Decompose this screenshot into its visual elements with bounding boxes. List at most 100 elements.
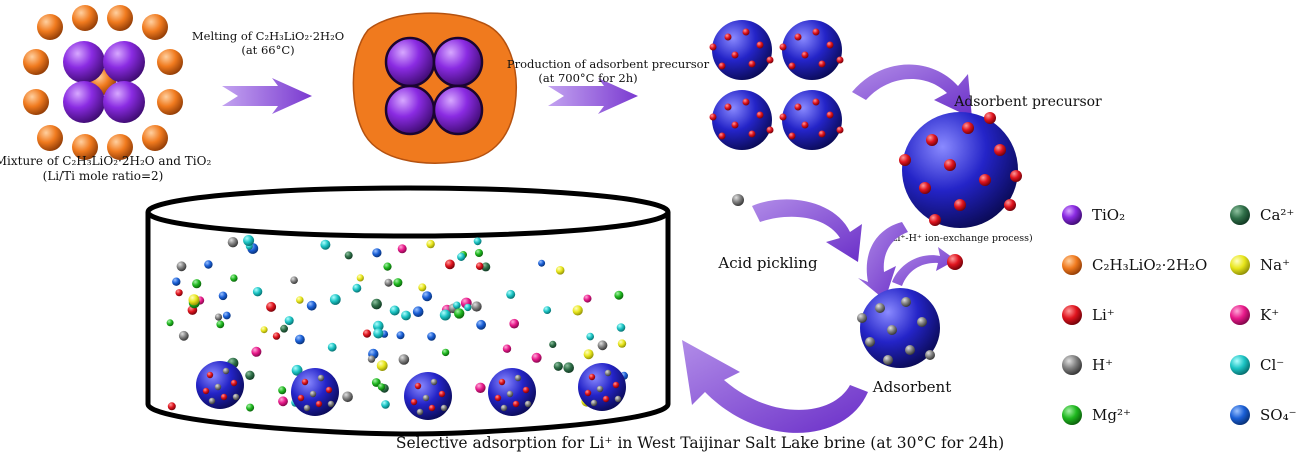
ion-icon (373, 328, 384, 339)
ion-icon (329, 294, 341, 305)
surface-ion-icon (232, 393, 240, 401)
ion-icon (344, 251, 353, 260)
surface-ion-icon (309, 390, 317, 398)
surface-ion-icon (220, 393, 228, 401)
ion-icon (280, 324, 288, 333)
tank-adsorbent-spheres (196, 361, 626, 420)
surface-ion-icon (498, 378, 506, 386)
curved-arrow-icon (752, 199, 862, 262)
ion-icon (230, 274, 238, 282)
ion-icon (296, 296, 304, 304)
ion-icon (362, 329, 372, 338)
legend-label: TiO₂ (1092, 206, 1125, 224)
melted-blob (352, 12, 517, 164)
legend-label: C₂H₃LiO₂·2H₂O (1092, 256, 1207, 274)
ion-icon (457, 252, 466, 261)
ion-icon (384, 278, 393, 287)
legend-label: Cl⁻ (1260, 356, 1284, 374)
ion-icon (188, 294, 200, 306)
production-label: Production of adsorbent precursor (507, 57, 710, 71)
ion-icon (586, 332, 594, 341)
ion-icon (396, 331, 405, 340)
ion-icon (555, 266, 565, 275)
ion-icon (376, 360, 388, 371)
ion-icon (222, 311, 231, 320)
legend-swatch-icon (1230, 355, 1250, 375)
ion-icon (583, 294, 592, 303)
surface-ion-icon (222, 367, 230, 375)
legend-swatch-icon (1062, 205, 1082, 225)
legend-label: Ca²⁺ (1260, 206, 1294, 224)
ion-icon (291, 364, 303, 376)
surface-ion-icon (524, 400, 532, 408)
ion-icon (553, 361, 563, 371)
surface-ion-icon (512, 400, 520, 408)
ion-icon (373, 320, 384, 332)
arrow-right-icon (222, 78, 312, 114)
ion-icon (266, 301, 277, 312)
down-arrow-icon (858, 222, 908, 300)
surface-ion-icon (494, 394, 502, 402)
legend-label: Mg²⁺ (1092, 406, 1131, 424)
ion-icon (427, 332, 436, 341)
legend-swatch-icon (1230, 255, 1250, 275)
arrow-right-icon (548, 78, 638, 114)
ion-icon (272, 332, 281, 340)
surface-ion-icon (522, 386, 530, 394)
legend-swatch-icon (1062, 255, 1082, 275)
surface-ion-icon (588, 373, 596, 381)
release-arrow-icon (892, 247, 956, 286)
production-temp-label: (at 700°C for 2h) (538, 71, 637, 85)
ion-icon (295, 334, 305, 345)
ion-icon (252, 287, 263, 297)
ion-icon (278, 396, 288, 407)
ion-icon (342, 391, 353, 403)
surface-ion-icon (612, 381, 620, 389)
ion-icon (227, 237, 239, 248)
surface-ion-icon (430, 378, 438, 386)
ion-icon (426, 239, 435, 249)
surface-ion-icon (604, 369, 612, 377)
surface-ion-icon (596, 385, 604, 393)
ion-icon (597, 340, 608, 351)
surface-ion-icon (500, 404, 508, 412)
ion-icon (192, 279, 202, 289)
surface-ion-icon (208, 397, 216, 405)
mixture-cluster (23, 5, 183, 160)
ion-icon (218, 291, 228, 301)
legend-label: K⁺ (1260, 306, 1279, 324)
ion-icon (306, 300, 317, 311)
surface-ion-icon (325, 386, 333, 394)
ion-icon (381, 400, 390, 409)
surface-ion-icon (202, 387, 210, 395)
ion-icon (418, 283, 427, 292)
ion-icon (178, 330, 189, 341)
surface-ion-icon (301, 378, 309, 386)
ion-icon (453, 301, 461, 310)
ion-icon (422, 291, 433, 302)
legend-swatch-icon (1062, 305, 1082, 325)
ion-icon (393, 278, 403, 288)
adsorbent-precursor-label: Adsorbent precursor (953, 94, 1102, 110)
legend-label: Na⁺ (1260, 256, 1290, 274)
ion-icon (617, 339, 627, 348)
ion-icon (167, 402, 176, 411)
surface-ion-icon (416, 408, 424, 416)
ion-icon (475, 262, 484, 271)
surface-ion-icon (602, 395, 610, 403)
ion-icon (260, 326, 268, 334)
ion-icon (398, 354, 410, 365)
surface-ion-icon (614, 395, 622, 403)
legend-swatch-icon (1230, 405, 1250, 425)
ion-icon (476, 319, 486, 330)
melting-temp-label: (at 66°C) (241, 43, 294, 57)
legend-swatch-icon (1230, 305, 1250, 325)
ion-icon (397, 244, 407, 254)
surface-ion-icon (422, 394, 430, 402)
ion-icon (563, 362, 574, 374)
surface-ion-icon (438, 390, 446, 398)
ion-icon (572, 305, 583, 316)
ion-icon (371, 298, 382, 310)
legend-label: SO₄⁻ (1260, 406, 1297, 424)
